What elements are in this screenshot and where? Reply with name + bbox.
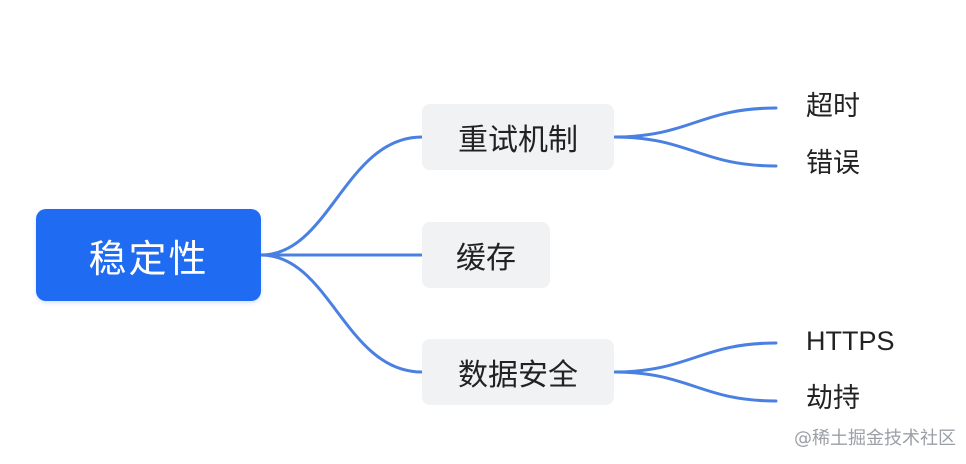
connector-root-security bbox=[259, 253, 424, 374]
branch-node-security[interactable]: 数据安全 bbox=[422, 339, 614, 405]
leaf-node-hijack[interactable]: 劫持 bbox=[806, 383, 860, 414]
source-credit: @稀土掘金技术社区 bbox=[794, 428, 956, 449]
branch-node-label: 重试机制 bbox=[458, 123, 578, 158]
root-node-label: 稳定性 bbox=[88, 236, 209, 281]
branch-node-label: 数据安全 bbox=[458, 358, 578, 393]
connector-security-hijack bbox=[612, 370, 778, 403]
leaf-node-timeout[interactable]: 超时 bbox=[806, 91, 860, 122]
connector-security-https bbox=[612, 341, 778, 374]
connector-retry-error bbox=[612, 135, 778, 168]
branch-node-cache[interactable]: 缓存 bbox=[422, 222, 550, 288]
branch-node-retry[interactable]: 重试机制 bbox=[422, 104, 614, 170]
leaf-node-error[interactable]: 错误 bbox=[806, 148, 860, 179]
connector-retry-timeout bbox=[612, 106, 778, 139]
leaf-node-https[interactable]: HTTPS bbox=[806, 326, 895, 356]
connector-root-retry bbox=[259, 135, 424, 257]
branch-node-label: 缓存 bbox=[456, 241, 516, 276]
root-node[interactable]: 稳定性 bbox=[36, 209, 261, 301]
